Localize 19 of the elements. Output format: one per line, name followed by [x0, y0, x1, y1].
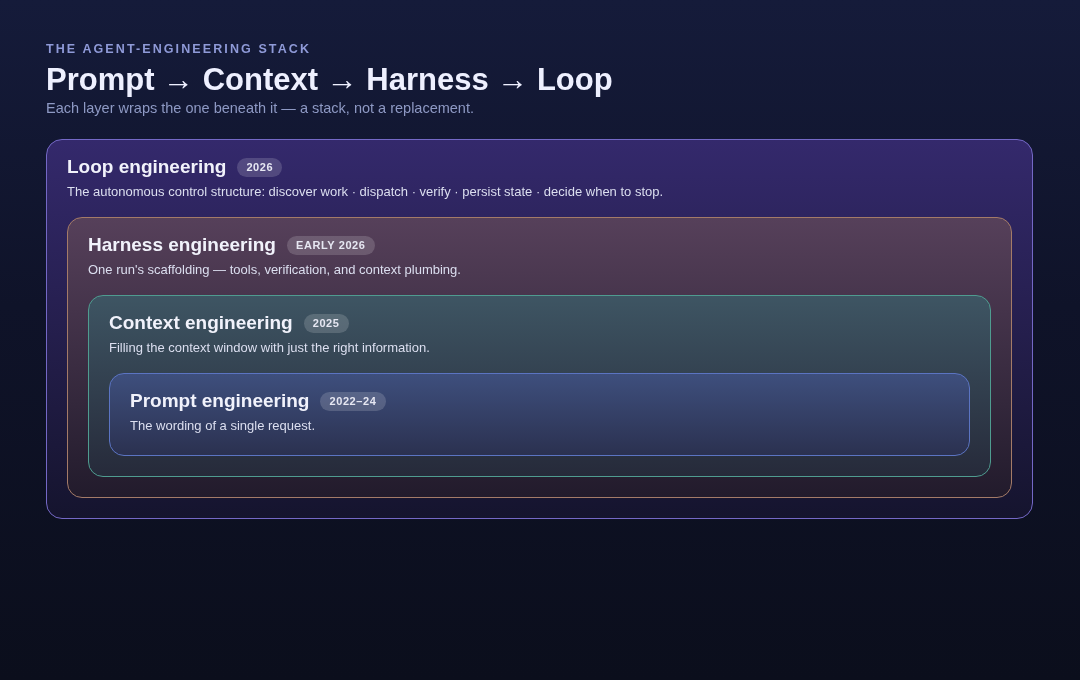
year-badge: 2026 [237, 157, 283, 177]
year-badge: EARLY 2026 [286, 235, 375, 255]
layer-description: One run's scaffolding — tools, verification, and context plumbing. [88, 261, 461, 279]
layer-box [67, 217, 1012, 498]
subtitle: Each layer wraps the one beneath it — a stack, not a replacement. [46, 99, 474, 117]
layer-box [88, 295, 991, 477]
year-badge: 2025 [303, 313, 349, 333]
layer-title: Prompt engineering [130, 389, 310, 413]
eyebrow-label: THE AGENT-ENGINEERING STACK [46, 41, 312, 57]
page-title: Prompt → Context → Harness → Loop [46, 61, 613, 99]
layer-description: The wording of a single request. [130, 417, 315, 435]
layer-box [109, 373, 970, 456]
layer-description: Filling the context window with just the right information. [109, 339, 430, 357]
layer-description: The autonomous control structure: discover work · dispatch · verify · persist state · decide when to stop. [67, 183, 664, 201]
layer-title: Loop engineering [67, 155, 227, 179]
layer-title: Context engineering [109, 311, 293, 335]
year-badge: 2022–24 [320, 391, 386, 411]
layer-title: Harness engineering [88, 233, 276, 257]
layer-box [46, 139, 1033, 519]
